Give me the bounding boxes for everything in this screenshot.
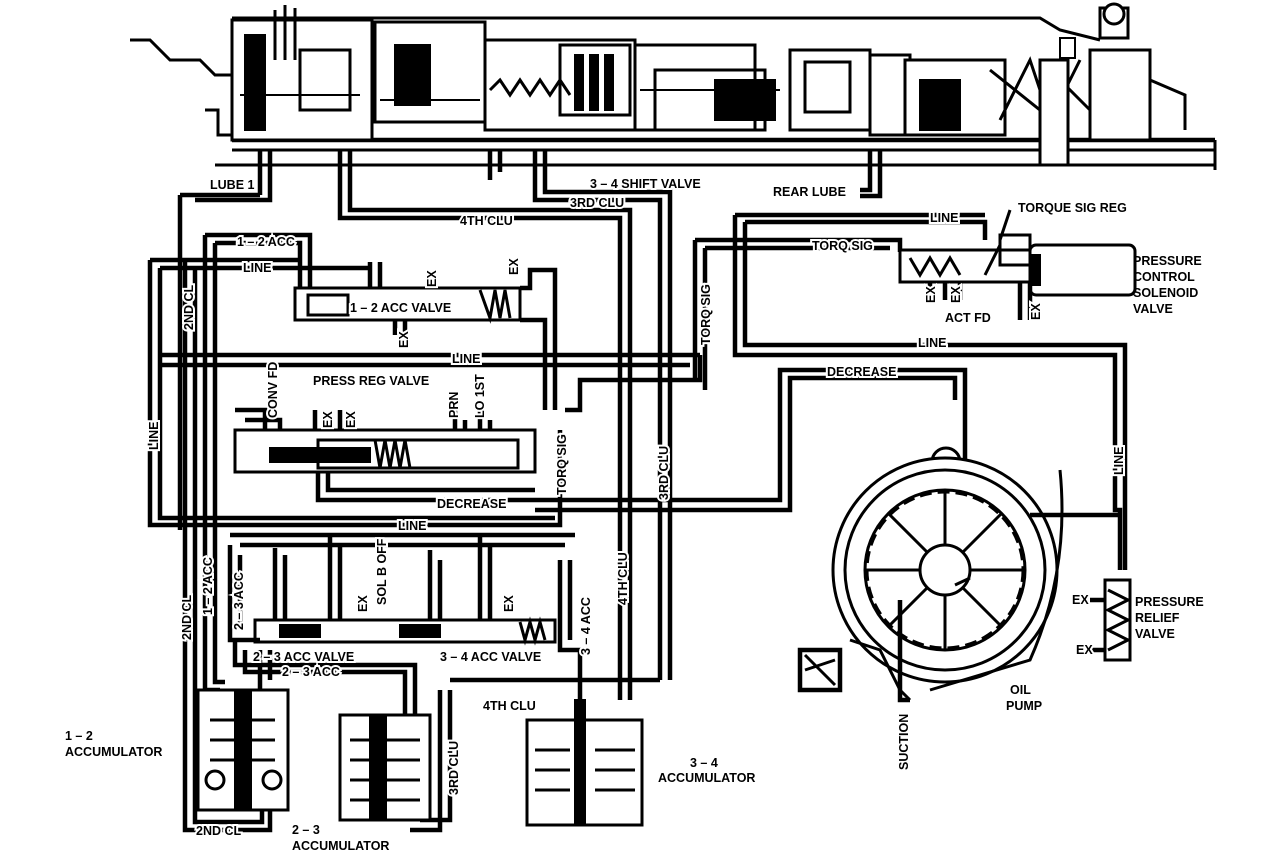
label-acc23-1: 2 – 3	[292, 823, 320, 837]
label-line-right: LINE	[918, 336, 946, 350]
label-torque-sig-reg: TORQUE SIG REG	[1018, 201, 1127, 215]
label-sol-b-off: SOL B OFF	[375, 538, 389, 605]
label-acc34-1: 3 – 4	[690, 756, 718, 770]
label-ex-e: EX	[949, 286, 963, 303]
label-4th-clu-top: 4TH CLU	[460, 214, 513, 228]
label-ex-k: EX	[1072, 593, 1089, 607]
label-ex-i: EX	[356, 595, 370, 612]
label-ex-b: EX	[507, 258, 521, 275]
torque-signal-regulator	[898, 209, 1137, 320]
label-ex-c: EX	[397, 331, 411, 348]
label-ex-h: EX	[344, 411, 358, 428]
label-press-reg-valve: PRESS REG VALVE	[313, 374, 429, 388]
pressure-relief-valve	[1090, 578, 1132, 662]
label-rear-lube: REAR LUBE	[773, 185, 846, 199]
label-prn: PRN	[447, 392, 461, 418]
label-23-acc-h: 2 – 3 ACC	[282, 665, 340, 679]
label-line-mid: LINE	[452, 352, 480, 366]
label-prv-2: RELIEF	[1135, 611, 1180, 625]
acc23-acc34-valve-body	[227, 532, 660, 833]
label-prv-1: PRESSURE	[1135, 595, 1204, 609]
label-3rd-clu-bot: 3RD CLU	[447, 741, 461, 795]
label-ex-f: EX	[1029, 303, 1043, 320]
label-decrease-mid: DECREASE	[437, 497, 506, 511]
label-torq-sig-v: TORQ SIG	[699, 284, 713, 345]
label-pcs-1: PRESSURE	[1133, 254, 1202, 268]
label-3rd-clu-top: 3RD CLU	[570, 196, 624, 210]
label-2nd-cl-bot: 2ND CL	[196, 824, 242, 838]
label-acc34-2: ACCUMULATOR	[658, 771, 755, 785]
label-line-left: LINE	[147, 422, 161, 450]
label-ex-g: EX	[321, 411, 335, 428]
label-2nd-cl-v: 2ND CL	[180, 594, 194, 640]
label-pcs-4: VALVE	[1133, 302, 1173, 316]
pressure-regulator-valve-body	[233, 367, 968, 513]
accumulator-12	[196, 688, 290, 812]
label-12-acc-v: 1 – 2 ACC	[201, 557, 215, 615]
label-oil-pump-2: PUMP	[1006, 699, 1042, 713]
label-12-acc-valve: 1 – 2 ACC VALVE	[350, 301, 451, 315]
accumulator-23	[338, 713, 432, 822]
label-23-acc-v: 2 – 3 ACC	[232, 572, 246, 630]
label-12-acc-line: 1 – 2 ACC	[237, 235, 295, 249]
top-passages	[177, 150, 1128, 680]
accumulator-34	[525, 699, 644, 827]
label-conv-fd: CONV FD	[266, 362, 280, 418]
label-line-torq: LINE	[930, 211, 958, 225]
label-line-vert-right: LINE	[1112, 447, 1126, 475]
label-ex-j: EX	[502, 595, 516, 612]
label-lo-1st: LO 1ST	[473, 374, 487, 418]
label-pcs-2: CONTROL	[1133, 270, 1195, 284]
label-4th-clu-v: 4TH CLU	[616, 552, 630, 605]
acc12-valve-body	[293, 262, 558, 410]
label-torq-sig-h: TORQ SIG	[812, 239, 873, 253]
label-suction: SUCTION	[897, 714, 911, 770]
diagram-labels: LUBE 1 3 – 4 SHIFT VALVE REAR LUBE 3RD C…	[65, 175, 1204, 853]
label-line-a: LINE	[243, 261, 271, 275]
label-3rd-clu-v: 3RD CLU	[657, 446, 671, 500]
label-oil-pump-1: OIL	[1010, 683, 1031, 697]
label-34-acc-v: 3 – 4 ACC	[579, 597, 593, 655]
label-acc12-2: ACCUMULATOR	[65, 745, 162, 759]
label-torq-sig-v2: TORQ SIG	[555, 434, 569, 495]
label-34-shift-valve: 3 – 4 SHIFT VALVE	[590, 177, 701, 191]
oil-pump	[797, 400, 1120, 703]
label-23-acc-valve: 2 – 3 ACC VALVE	[253, 650, 354, 664]
transmission-cross-section	[130, 2, 1217, 170]
label-34-acc-valve: 3 – 4 ACC VALVE	[440, 650, 541, 664]
left-passages	[147, 232, 703, 833]
label-ex-l: EX	[1076, 643, 1093, 657]
label-pcs-3: SOLENOID	[1133, 286, 1198, 300]
label-ex-a: EX	[425, 270, 439, 287]
label-prv-3: VALVE	[1135, 627, 1175, 641]
label-lube1: LUBE 1	[210, 178, 255, 192]
label-4th-clu-bot: 4TH CLU	[483, 699, 536, 713]
label-ex-d: EX	[924, 286, 938, 303]
label-acc12-1: 1 – 2	[65, 729, 93, 743]
label-line-low: LINE	[398, 519, 426, 533]
label-decrease-top: DECREASE	[827, 365, 896, 379]
label-acc23-2: ACCUMULATOR	[292, 839, 389, 853]
label-2nd-cl-top: 2ND CL	[182, 284, 196, 330]
label-act-fd: ACT FD	[945, 311, 991, 325]
